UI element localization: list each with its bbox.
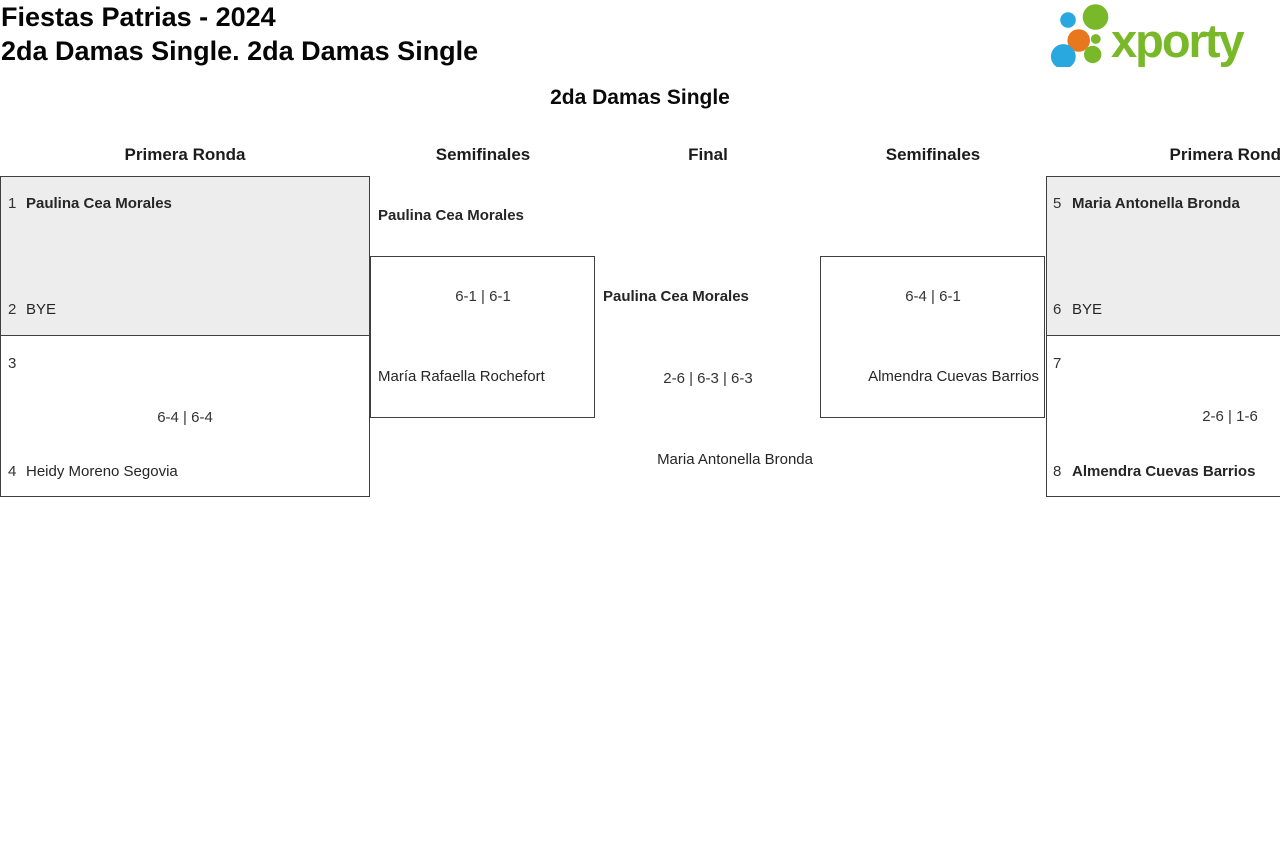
bracket-title: 2da Damas Single <box>550 86 730 109</box>
match-score: 2-6 | 6-3 | 6-3 <box>663 370 753 387</box>
logo-dot-orange <box>1067 29 1090 52</box>
xporty-logo[interactable]: xporty <box>1050 3 1280 67</box>
player-name: BYE <box>26 301 57 318</box>
seed-label: 3 <box>8 355 17 372</box>
logo-dot-blue-small <box>1060 12 1076 28</box>
player-name: Paulina Cea Morales <box>378 207 524 224</box>
player-name: María Rafaella Rochefort <box>378 368 545 385</box>
seed-label: 6 <box>1053 301 1062 318</box>
match-score: 6-1 | 6-1 <box>455 288 511 305</box>
player-name: Maria Antonella Bronda <box>657 451 813 468</box>
page-title-block: Fiestas Patrias - 2024 2da Damas Single.… <box>1 1 478 68</box>
player-name: Paulina Cea Morales <box>26 195 172 212</box>
player-name: Almendra Cuevas Barrios <box>1072 463 1256 480</box>
match-box-left-r1-m2 <box>0 335 370 497</box>
logo-wordmark: xporty <box>1111 14 1245 67</box>
seed-label: 4 <box>8 463 17 480</box>
match-score: 6-4 | 6-4 <box>157 409 213 426</box>
seed-label: 8 <box>1053 463 1062 480</box>
player-name: Paulina Cea Morales <box>603 288 749 305</box>
match-box-right-r1-m1 <box>1046 176 1280 336</box>
round-header-semifinales-right: Semifinales <box>885 145 981 164</box>
seed-label: 2 <box>8 301 17 318</box>
match-box-left-sf <box>370 256 595 418</box>
match-box-left-r1-m1 <box>0 176 370 336</box>
logo-dot-green-large <box>1082 4 1109 30</box>
category-subtitle: 2da Damas Single. 2da Damas Single <box>1 35 479 66</box>
match-score: 2-6 | 1-6 <box>1202 408 1258 425</box>
round-header-primera-ronda-left: Primera Ronda <box>124 145 246 164</box>
logo-dot-green-small <box>1084 45 1102 64</box>
round-header-final: Final <box>688 145 728 164</box>
player-name: BYE <box>1072 301 1103 318</box>
seed-label: 7 <box>1053 355 1062 372</box>
seed-label: 1 <box>8 195 17 212</box>
logo-dot-green-tiny <box>1090 34 1101 44</box>
player-name: Almendra Cuevas Barrios <box>868 368 1039 385</box>
match-box-right-r1-m2 <box>1046 335 1280 497</box>
round-header-semifinales-left: Semifinales <box>435 145 531 164</box>
round-header-primera-ronda-right: Primera Ronda <box>1169 145 1280 164</box>
player-name: Heidy Moreno Segovia <box>26 463 178 480</box>
player-name: Maria Antonella Bronda <box>1072 195 1240 212</box>
seed-label: 5 <box>1053 195 1062 212</box>
logo-dot-blue-large <box>1050 44 1076 67</box>
match-box-right-sf <box>820 256 1045 418</box>
tournament-title: Fiestas Patrias - 2024 <box>1 2 276 32</box>
match-score: 6-4 | 6-1 <box>905 288 961 305</box>
